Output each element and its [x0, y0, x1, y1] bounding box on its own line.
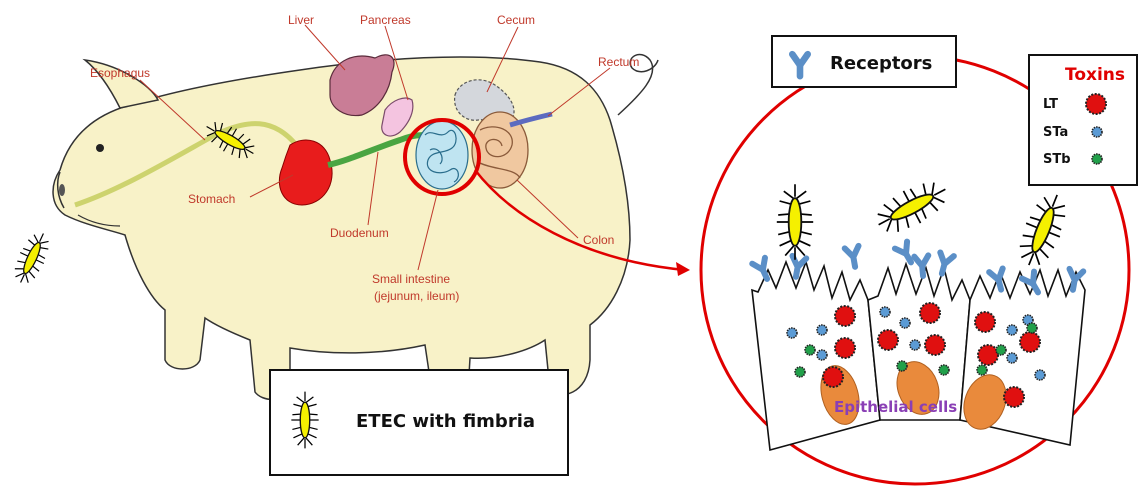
small-intestine-label-2: (jejunum, ileum): [374, 289, 459, 303]
zoom-arrow-head: [676, 262, 690, 276]
toxins-legend-title: Toxins: [1065, 65, 1125, 85]
toxin-label-lt: LT: [1043, 97, 1058, 112]
etec-legend: ETEC with fimbria: [270, 370, 568, 475]
small-intestine-label-1: Small intestine: [372, 272, 450, 286]
etec-bacterium-free: [9, 228, 55, 288]
esophagus-label: Esophagus: [90, 66, 150, 80]
receptors-legend-label: Receptors: [830, 53, 932, 74]
toxin-icon-lt: [1086, 94, 1106, 114]
rectum-label: Rectum: [598, 55, 639, 69]
toxin-label-stb: STb: [1043, 152, 1071, 167]
colon-label: Colon: [583, 233, 614, 247]
pancreas-label: Pancreas: [360, 13, 411, 27]
etec-legend-label: ETEC with fimbria: [356, 411, 535, 432]
toxin-icon-sta: [1092, 127, 1102, 137]
epithelial-cell-1: [752, 262, 880, 450]
epithelial-cells-label: Epithelial cells: [834, 398, 957, 416]
stomach-label: Stomach: [188, 192, 235, 206]
toxins-legend: Toxins LT STa STb: [1029, 55, 1137, 185]
toxin-label-sta: STa: [1043, 125, 1068, 140]
toxin-icon-stb: [1092, 154, 1102, 164]
pig-eye: [96, 144, 104, 152]
liver-label: Liver: [288, 13, 314, 27]
cecum-label: Cecum: [497, 13, 535, 27]
small-intestine-shape: [416, 121, 468, 189]
duodenum-label: Duodenum: [330, 226, 389, 240]
receptors-legend: Receptors: [772, 36, 956, 87]
